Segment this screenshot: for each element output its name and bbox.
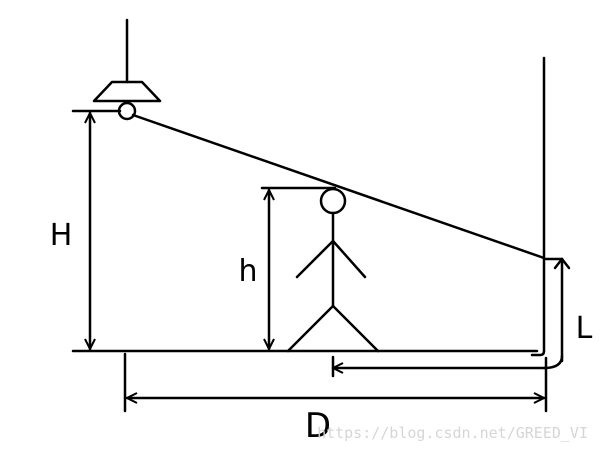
wall-shadow-arrowhead	[553, 257, 571, 270]
person-leg-right	[331, 304, 380, 353]
lamp-shade	[92, 80, 162, 103]
label-person-height: h	[238, 254, 257, 289]
light-ray	[131, 113, 546, 260]
watermark: https://blog.csdn.net/GREED_VI	[317, 424, 588, 442]
person-arm-left	[295, 239, 335, 279]
label-wall-distance: D	[305, 406, 331, 446]
label-shadow-on-wall: L	[576, 311, 593, 346]
wall-line	[530, 56, 546, 357]
lamp	[92, 18, 162, 121]
lamp-bulb	[117, 101, 137, 121]
person-arm-right	[331, 239, 367, 279]
person-head	[319, 187, 347, 215]
person	[286, 187, 380, 353]
person-leg-left	[286, 304, 335, 353]
label-lamp-height: H	[50, 218, 73, 253]
